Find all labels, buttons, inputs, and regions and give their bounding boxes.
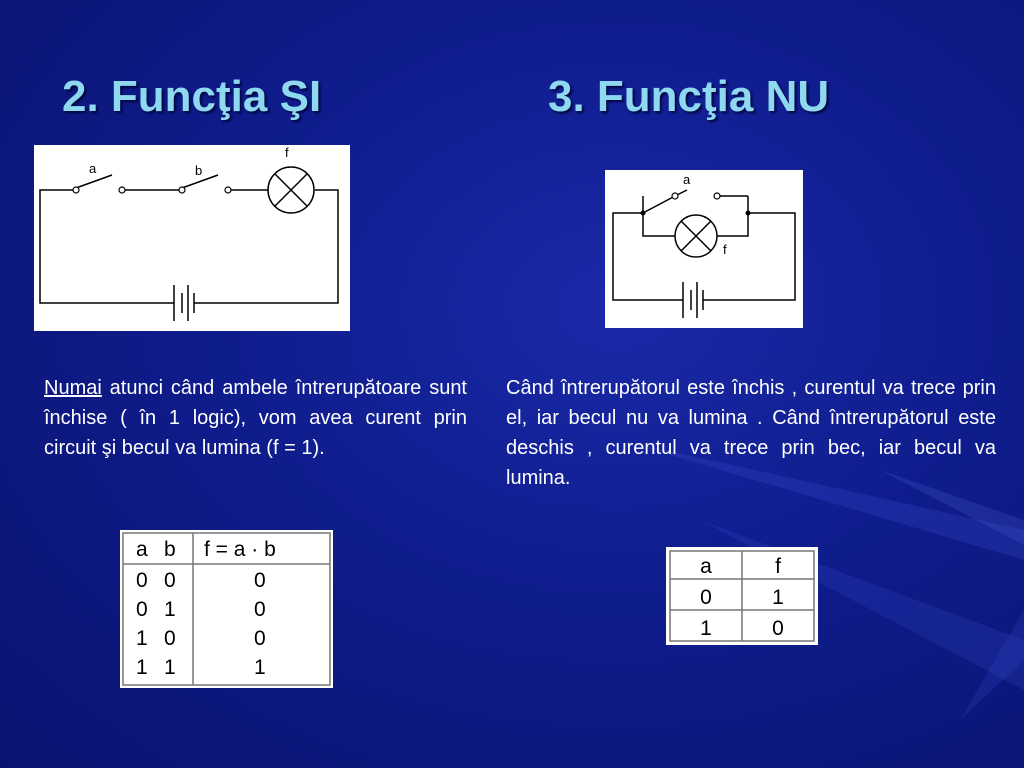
truth-table-and-svg: a b f = a · b 0 0 0 0 1 0 1 0 0 1 1 1 bbox=[122, 532, 331, 686]
cell-r2-b: 0 bbox=[164, 627, 176, 650]
cell-r3-f: 1 bbox=[254, 656, 266, 679]
junction-right bbox=[745, 210, 751, 216]
description-and: Numai atunci când ambele întrerupătoare … bbox=[44, 373, 467, 463]
label-lamp-f: f bbox=[285, 145, 289, 160]
circuit-diagram-and: a b f bbox=[34, 145, 350, 331]
cell-r3-a: 1 bbox=[136, 656, 148, 679]
cell-r0-b: 0 bbox=[164, 569, 176, 592]
header-f: f = a · b bbox=[204, 538, 276, 561]
underlined-word: Numai bbox=[44, 377, 102, 399]
label-switch-b: b bbox=[195, 163, 202, 178]
truth-table-not-svg: a f 0 1 1 0 bbox=[669, 550, 815, 642]
switch-b-contact-left bbox=[178, 186, 186, 194]
cell-r1-f: 0 bbox=[772, 617, 784, 640]
description-and-rest: atunci când ambele întrerupătoare sunt î… bbox=[44, 377, 467, 459]
title-not-function: 3. Funcţia NU bbox=[548, 72, 830, 121]
truth-table-and: a b f = a · b 0 0 0 0 1 0 1 0 0 1 1 1 bbox=[120, 530, 333, 688]
cell-r1-a: 0 bbox=[136, 598, 148, 621]
cell-r2-a: 1 bbox=[136, 627, 148, 650]
truth-table-not: a f 0 1 1 0 bbox=[666, 547, 818, 645]
switch-a-contact-left bbox=[72, 186, 80, 194]
switch-a-contact-right bbox=[118, 186, 126, 194]
header-a: a bbox=[136, 538, 148, 561]
header-b: b bbox=[164, 538, 176, 561]
circuit-not-svg: a f bbox=[612, 172, 796, 318]
cell-r0-a: 0 bbox=[136, 569, 148, 592]
cell-r1-f: 0 bbox=[254, 598, 266, 621]
description-not: Când întrerupătorul este închis , curent… bbox=[506, 377, 996, 489]
title-and-function: 2. Funcţia ŞI bbox=[62, 72, 322, 121]
label-switch-a: a bbox=[89, 161, 97, 176]
cell-r2-f: 0 bbox=[254, 627, 266, 650]
switch-b-contact-right bbox=[224, 186, 232, 194]
label-lamp-f: f bbox=[723, 242, 727, 257]
cell-r1-b: 1 bbox=[164, 598, 176, 621]
cell-r0-a: 0 bbox=[700, 586, 712, 609]
switch-contact-left bbox=[671, 192, 679, 200]
junction-left bbox=[640, 210, 646, 216]
circuit-and-svg: a b f bbox=[39, 145, 339, 321]
header-a: a bbox=[700, 555, 712, 578]
switch-contact-right bbox=[713, 192, 721, 200]
cell-r0-f: 1 bbox=[772, 586, 784, 609]
header-f: f bbox=[775, 555, 781, 578]
label-switch-a: a bbox=[683, 172, 691, 187]
cell-r0-f: 0 bbox=[254, 569, 266, 592]
cell-r3-b: 1 bbox=[164, 656, 176, 679]
circuit-diagram-not: a f bbox=[605, 170, 803, 328]
cell-r1-a: 1 bbox=[700, 617, 712, 640]
